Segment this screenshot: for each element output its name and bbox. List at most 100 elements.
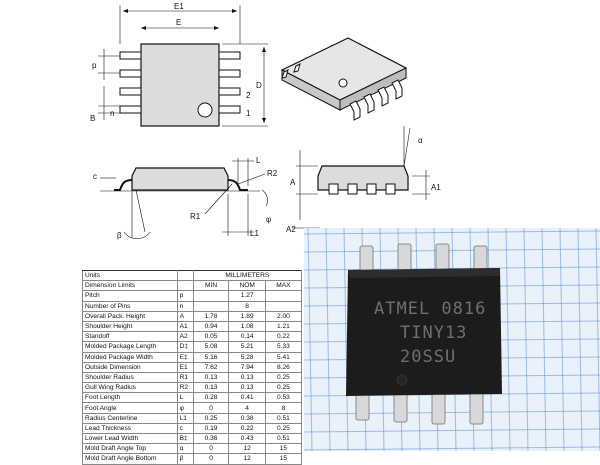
header-min: MIN: [192, 280, 230, 292]
cell-sym: L: [176, 392, 194, 404]
table-units-row: Units MILLIMETERS: [82, 269, 303, 282]
cell-min: 0.28: [192, 392, 230, 404]
cell-name: Foot Angle: [82, 402, 178, 414]
cell-name: Shoulder Radius: [82, 371, 178, 384]
cell-sym: D‡: [176, 341, 194, 353]
pin1-marker: [197, 102, 213, 118]
cell-max: 2.00: [264, 310, 303, 322]
label-p: p: [92, 61, 97, 70]
cell-name: Lead Thickness: [82, 422, 178, 435]
label-l1: L1: [250, 229, 259, 238]
cell-sym: B‡: [176, 432, 194, 445]
package-drawings: E1 E 2 1 D p n B: [90, 2, 441, 240]
cell-nom: 7.94: [228, 361, 266, 373]
label-r2: R2: [267, 169, 278, 178]
chip-photo: ATMEL 0816 TINY13 20SSU: [304, 228, 600, 451]
dimension-table: Units MILLIMETERS Dimension Limits MIN N…: [82, 269, 303, 465]
cell-sym: E1: [176, 361, 194, 373]
cell-nom: 12: [228, 443, 266, 455]
cell-min: 0.94: [192, 320, 230, 333]
label-a1: A1: [431, 183, 441, 192]
cell-sym: n: [176, 300, 194, 312]
label-e: E: [176, 18, 181, 27]
label-d: D: [256, 81, 262, 90]
cell-max: 0.53: [264, 392, 303, 404]
cell-sym: p: [176, 290, 194, 302]
cell-nom: 5.21: [228, 341, 266, 353]
cell-nom: 5.28: [228, 351, 266, 363]
cell-min: 5.16: [192, 351, 230, 363]
cell-name: Pitch: [82, 290, 178, 302]
cell-sym: A1: [176, 320, 194, 333]
cell-min: 0: [192, 402, 230, 414]
cell-name: Gull Wing Radius: [82, 382, 178, 394]
cell-max: [264, 300, 303, 312]
cell-max: 0.25: [264, 382, 303, 394]
cell-name: Outside Dimension: [82, 361, 178, 373]
chip-marking: ATMEL 0816 TINY13 20SSU: [374, 299, 486, 367]
cell-min: 0: [192, 443, 230, 455]
chip-pins-top: [359, 243, 488, 275]
cell-nom: 1.27: [228, 290, 266, 302]
cell-max: 8: [264, 402, 303, 414]
cell-nom: 8: [228, 300, 266, 312]
cell-nom: 0.14: [228, 331, 266, 343]
cell-nom: 0.13: [228, 371, 266, 384]
cell-max: [264, 290, 303, 302]
marking-line3: 20SSU: [400, 347, 456, 367]
cell-nom: 0.41: [228, 392, 266, 404]
cell-max: 0.25: [264, 422, 303, 435]
cell-max: 15: [264, 443, 303, 455]
marking-line1: ATMEL 0816: [374, 299, 486, 319]
cell-name: Molded Package Width: [82, 351, 178, 363]
cell-name: Mold Draft Angle Bottom: [82, 453, 178, 465]
marking-line2: TINY13: [400, 323, 467, 343]
cell-sym: φ: [176, 402, 194, 414]
cell-min: 7.62: [192, 361, 230, 373]
cell-sym: R1: [176, 371, 194, 384]
cell-max: 1.21: [264, 320, 303, 333]
cell-sym: A: [176, 310, 194, 322]
chip-body: [346, 268, 502, 396]
top-view: E1 E 2 1 D p n B: [90, 2, 268, 127]
header-max: MAX: [264, 280, 303, 292]
cell-name: Foot Length: [82, 392, 178, 404]
units-label: Units: [82, 269, 178, 282]
cell-min: 0.25: [192, 412, 230, 424]
cell-max: 0.25: [264, 371, 303, 384]
cell-nom: 12: [228, 453, 266, 465]
cell-name: Mold Draft Angle Top: [82, 443, 178, 455]
cell-name: Shoulder Height: [82, 320, 178, 333]
units-value: MILLIMETERS: [192, 269, 303, 282]
cell-name: Overall Pack. Height: [82, 310, 178, 322]
cell-nom: 4: [228, 402, 266, 414]
cell-max: 0.22: [264, 331, 303, 343]
table-header-row: Dimension Limits MIN NOM MAX: [82, 280, 303, 292]
label-l: L: [256, 156, 261, 165]
cell-name: Molded Package Length: [82, 341, 178, 353]
cell-sym: L1: [176, 412, 194, 424]
cell-min: 1.78: [192, 310, 230, 322]
cell-max: 15: [264, 453, 303, 465]
cell-max: 0.51: [264, 412, 303, 424]
label-alpha: α: [418, 136, 423, 145]
side-view: c L R2 R1 φ L1 β: [93, 156, 278, 240]
label-c: c: [93, 172, 97, 181]
cell-sym: c: [176, 422, 194, 435]
cell-nom: 0.22: [228, 422, 266, 435]
cell-max: 8.26: [264, 361, 303, 373]
label-a: A: [290, 178, 296, 187]
